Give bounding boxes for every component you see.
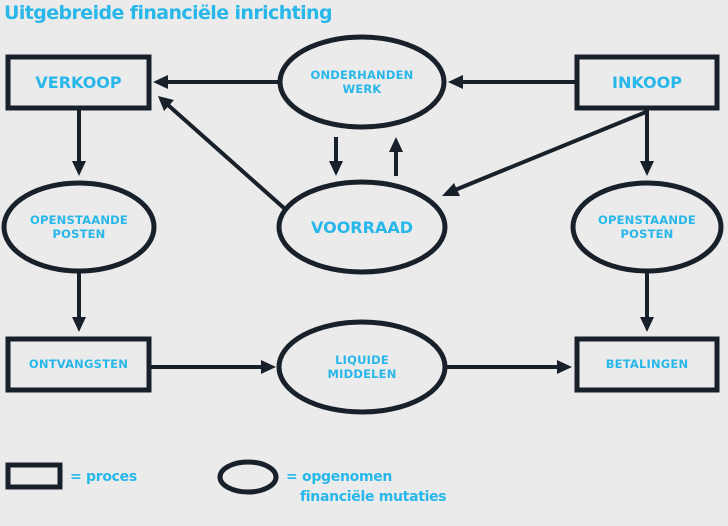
label-openstaande-left-line1: OPENSTAANDE [30,212,128,227]
diagram-title: Uitgebreide financiële inrichting [4,2,333,24]
label-openstaande-posten-right: OPENSTAANDE POSTEN [580,203,714,251]
arrow-voorraad-to-onderhanden [389,137,403,176]
rect-betalingen [574,336,720,393]
arrow-openstaande-right-to-betalingen [640,271,654,332]
label-voorraad-text: VOORRAAD [311,218,413,237]
arrow-openstaande-left-to-ontvangsten [72,271,86,332]
arrow-inkoop-to-openstaande-right [640,110,654,176]
label-openstaande-posten-left: OPENSTAANDE POSTEN [12,203,146,251]
label-betalingen: BETALINGEN [579,341,715,388]
arrow-verkoop-to-openstaande-left [72,110,86,176]
label-onderhanden-werk: ONDERHANDEN WERK [290,58,434,106]
label-verkoop: VERKOOP [10,59,147,106]
label-ontvangsten: ONTVANGSTEN [10,341,147,388]
legend-process-swatch [5,462,63,490]
arrow-liquide-to-betalingen [445,360,572,374]
arrow-onderhanden-to-voorraad [329,137,343,176]
label-onderhanden-line2: WERK [342,82,382,96]
legend-ellipse-swatch [217,459,279,495]
ellipse-onderhanden-werk [277,34,447,130]
arrow-voorraad-to-verkoop [158,96,287,211]
label-liquide-line2: MIDDELEN [327,367,397,381]
label-voorraad: VOORRAAD [284,204,440,252]
arrow-onderhanden-to-verkoop [153,75,278,89]
label-liquide-line1: LIQUIDE [335,352,389,367]
rect-ontvangsten [5,336,152,393]
label-verkoop-text: VERKOOP [35,72,122,92]
legend-mutaties-label-line1: = opgenomen [286,469,393,485]
label-liquide-middelen: LIQUIDE MIDDELEN [290,343,434,391]
legend-proces-label: = proces [70,469,137,485]
label-openstaande-right-line2: POSTEN [620,227,674,241]
label-inkoop-text: INKOOP [612,72,682,92]
label-inkoop: INKOOP [579,59,715,106]
rect-verkoop [5,54,152,111]
label-ontvangsten-text: ONTVANGSTEN [28,357,129,372]
rect-inkoop [574,54,720,111]
label-betalingen-text: BETALINGEN [605,357,689,372]
label-onderhanden-line1: ONDERHANDEN [310,67,414,82]
legend-mutaties-label-line2: financiële mutaties [300,489,447,505]
label-openstaande-right-line1: OPENSTAANDE [598,212,696,227]
ellipse-voorraad [276,179,448,275]
arrow-ontvangsten-to-liquide [151,360,276,374]
arrow-inkoop-to-onderhanden [448,75,575,89]
arrow-inkoop-to-voorraad [442,110,647,196]
label-openstaande-left-line2: POSTEN [52,227,106,241]
